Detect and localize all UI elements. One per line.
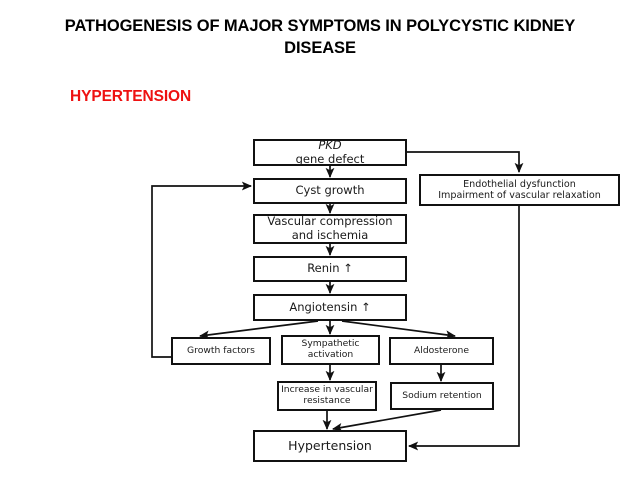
node-vascular-compression-line-2: and ischemia — [291, 228, 369, 242]
node-pkd-label: PKD gene defect — [295, 137, 365, 166]
node-aldosterone[interactable]: Aldosterone — [389, 337, 494, 365]
node-sodium-retention-label: Sodium retention — [402, 389, 482, 401]
node-increase-vascular-resistance[interactable]: Increase in vascular resistance — [277, 381, 377, 411]
node-renin-label: Renin ↑ — [307, 261, 353, 276]
node-sympathetic-line-2: activation — [307, 349, 354, 360]
node-vascular-compression-line-1: Vascular compression — [267, 214, 393, 229]
node-sympathetic-activation[interactable]: Sympathetic activation — [281, 335, 380, 365]
page-title: PATHOGENESIS OF MAJOR SYMPTOMS IN POLYCY… — [60, 16, 580, 60]
node-angiotensin[interactable]: Angiotensin ↑ — [253, 294, 407, 321]
node-pkd-label-italic: PKD — [318, 137, 342, 152]
section-heading: HYPERTENSION — [70, 88, 192, 105]
node-endothelial-line-2: Impairment of vascular relaxation — [438, 190, 601, 201]
node-pkd-gene-defect[interactable]: PKD gene defect — [253, 137, 407, 166]
node-hypertension-label: Hypertension — [288, 437, 372, 453]
node-increase-vascular-resistance-label: Increase in vascular resistance — [281, 384, 373, 407]
node-endothelial-dysfunction-label: Endothelial dysfunction Impairment of va… — [438, 179, 601, 202]
node-cyst-growth[interactable]: Cyst growth — [253, 178, 407, 204]
node-sodium-retention[interactable]: Sodium retention — [390, 382, 494, 410]
edge-growth-to-cyst — [151, 181, 253, 358]
node-vascular-compression-label: Vascular compression and ischemia — [267, 215, 392, 242]
edge-angio-to-aldo — [341, 320, 457, 340]
node-pkd-label-rest: gene defect — [295, 151, 365, 166]
edge-endo-to-htn — [407, 206, 520, 451]
node-cyst-growth-label: Cyst growth — [295, 183, 365, 198]
node-growth-factors-label: Growth factors — [187, 344, 255, 356]
edge-pkd-to-endo — [407, 151, 524, 174]
page-title-line-1: PATHOGENESIS OF MAJOR SYMPTOMS IN POLYCY… — [64, 17, 509, 35]
node-vascular-compression[interactable]: Vascular compression and ischemia — [253, 214, 407, 244]
node-hypertension[interactable]: Hypertension — [253, 430, 407, 462]
edge-sodium-to-htn — [331, 409, 442, 432]
node-sympathetic-line-1: Sympathetic — [301, 338, 360, 350]
node-growth-factors[interactable]: Growth factors — [171, 337, 271, 365]
node-angiotensin-label: Angiotensin ↑ — [289, 299, 371, 314]
node-endothelial-line-1: Endothelial dysfunction — [463, 178, 576, 190]
node-endothelial-dysfunction[interactable]: Endothelial dysfunction Impairment of va… — [419, 174, 620, 206]
node-aldosterone-label: Aldosterone — [413, 344, 469, 356]
node-renin[interactable]: Renin ↑ — [253, 256, 407, 282]
node-sympathetic-activation-label: Sympathetic activation — [301, 338, 360, 361]
edge-angio-to-growth — [198, 320, 319, 340]
node-ivr-line-2: resistance — [303, 395, 351, 406]
node-ivr-line-1: Increase in vascular — [281, 384, 373, 396]
page-title-line-2: KIDNEY DISEASE — [284, 17, 576, 57]
